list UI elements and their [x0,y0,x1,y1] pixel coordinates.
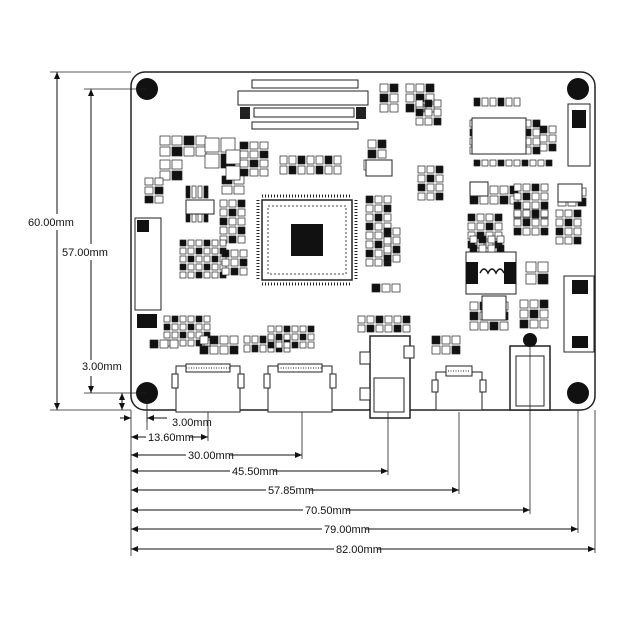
dim-label-hole-offset-x: 3.00mm [172,417,212,429]
hdmi-port-1 [171,363,245,413]
dim-label-audio-jack: 45.50mm [232,466,278,478]
hdmi-port-2 [263,363,337,413]
audio-jack [359,335,415,419]
inductor [465,251,517,295]
side-connector-left [134,217,162,328]
side-connector-right [563,103,595,353]
dim-label-hole-pitch-width: 79.00mm [324,524,370,536]
main-ic [256,194,358,286]
dim-label-dc-jack: 70.50mm [305,505,351,517]
mounting-hole-bottom-right [567,382,589,404]
fpc-connector [237,79,369,130]
hole-offset-y-label: 3.00mm [82,361,122,373]
hole-pitch-height-label: 57.00mm [62,247,108,259]
dim-label-overall-width: 82.00mm [336,544,382,556]
vertical-dimensions: 60.00mm 57.00mm 3.00mm [24,71,147,411]
mounting-hole-top-right [567,78,589,100]
horizontal-dimensions: 3.00mm 13.60mm 30.00mm 45.50mm 57.85mm 70.50m… [120,346,596,556]
overall-height-label: 60.00mm [28,217,74,229]
dim-label-hdmi1: 13.60mm [148,432,194,444]
micro-usb-port [431,365,487,411]
dim-label-hdmi2: 30.00mm [188,450,234,462]
smd-components [144,83,587,355]
dim-label-usb: 57.85mm [268,485,314,497]
